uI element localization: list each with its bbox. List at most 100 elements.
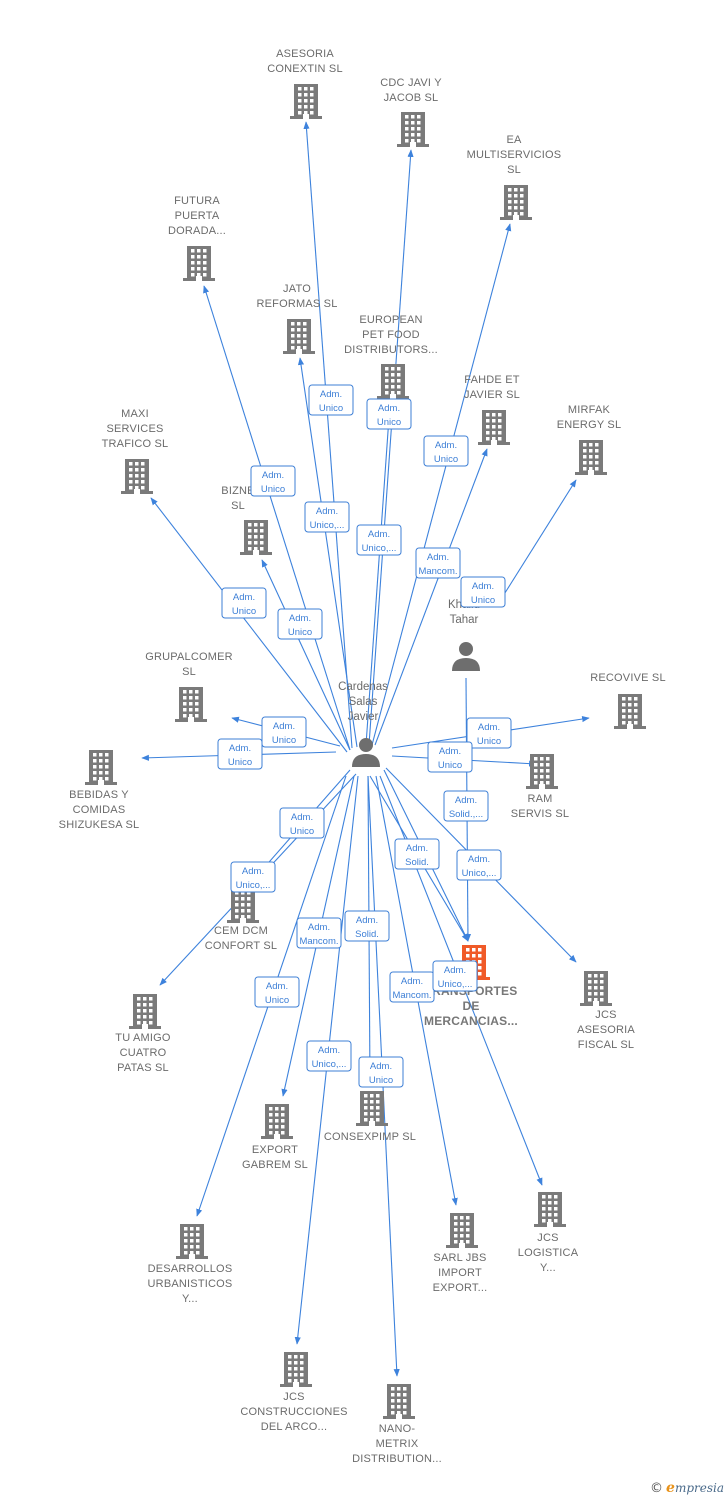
- role-badge[interactable]: Adm.Unico: [366, 398, 412, 430]
- role-badge-text: Solid.: [355, 929, 379, 940]
- building-icon: [85, 750, 117, 785]
- role-badge[interactable]: Adm.Unico,...: [456, 849, 502, 881]
- building-icon: [283, 319, 315, 354]
- building-icon: [377, 364, 409, 399]
- role-badge-text: Unico: [290, 826, 314, 837]
- role-badge-text: Adm.: [233, 592, 255, 603]
- role-badge-text: Adm.: [291, 812, 313, 823]
- role-badge[interactable]: Adm.Unico: [466, 717, 512, 749]
- brand-logo[interactable]: empresia: [666, 1480, 724, 1496]
- building-icon: [175, 687, 207, 722]
- relation-edge: [374, 448, 488, 746]
- brand-initial: e: [666, 1480, 675, 1496]
- role-badge-text: Adm.: [370, 1061, 392, 1072]
- role-badge[interactable]: Adm.Unico: [427, 741, 473, 773]
- company-name-line: SERVICES: [106, 423, 163, 435]
- company-name-line: MERCANCIAS...: [424, 1014, 518, 1028]
- role-badge-text: Unico: [232, 606, 256, 617]
- role-badge[interactable]: Adm.Solid.: [394, 838, 440, 870]
- role-badge-text: Adm.: [368, 529, 390, 540]
- building-icon: [526, 754, 558, 789]
- company-name-line: CUATRO: [120, 1047, 167, 1059]
- relation-edge: [368, 149, 414, 746]
- role-badge[interactable]: Adm.Unico: [250, 465, 296, 497]
- building-icon: [290, 84, 322, 119]
- company-name-line: DE: [462, 999, 479, 1013]
- role-badge[interactable]: Adm.Unico,...: [356, 524, 402, 556]
- role-badge[interactable]: Adm.Unico: [217, 738, 263, 770]
- company-node[interactable]: CONSEXPIMP SL: [324, 1091, 416, 1143]
- role-badge[interactable]: Adm.Mancom.: [389, 971, 435, 1003]
- role-badge[interactable]: Adm.Unico: [358, 1056, 404, 1088]
- role-badge[interactable]: Adm. Unico: [279, 807, 325, 839]
- company-name-line: MULTISERVICIOS: [467, 149, 562, 161]
- role-badge[interactable]: Adm.Unico: [423, 435, 469, 467]
- company-name-line: FUTURA: [174, 195, 220, 207]
- company-name-line: BEBIDAS Y: [69, 789, 129, 801]
- company-name-line: PATAS SL: [117, 1062, 169, 1074]
- role-badge[interactable]: Adm.Mancom.: [296, 917, 342, 949]
- company-name-line: DEL ARCO...: [261, 1421, 328, 1433]
- role-badge[interactable]: Adm. Unico: [221, 587, 267, 619]
- company-name-line: GRUPALCOMER: [145, 651, 233, 663]
- company-name-line: JATO: [283, 283, 311, 295]
- relation-edge: [297, 357, 358, 748]
- relation-edge: [497, 479, 577, 605]
- role-badge-text: Unico: [228, 757, 252, 768]
- role-badge[interactable]: Adm.Unico,...: [230, 861, 276, 893]
- role-badge-text: Unico,...: [312, 1059, 347, 1070]
- building-icon: [575, 440, 607, 475]
- company-name-line: JACOB SL: [384, 92, 439, 104]
- company-name-line: PET FOOD: [362, 329, 420, 341]
- company-name-line: EXPORT: [252, 1144, 298, 1156]
- role-badge[interactable]: Adm.Unico: [277, 608, 323, 640]
- role-badge[interactable]: Adm.Unico,...: [432, 960, 478, 992]
- role-badge[interactable]: Adm.Unico,...: [306, 1040, 352, 1072]
- company-node[interactable]: RECOVIVE SL: [590, 672, 666, 729]
- role-badge[interactable]: Adm.Unico,...: [304, 501, 350, 533]
- role-badge[interactable]: Adm.Solid.: [344, 910, 390, 942]
- role-badge[interactable]: Adm.Unico: [261, 716, 307, 748]
- company-name-line: CEM DCM: [214, 925, 268, 937]
- role-badge[interactable]: Adm.Unico: [460, 576, 506, 608]
- person-node[interactable]: KhalidTahar: [448, 599, 480, 671]
- role-badge[interactable]: Adm.Unico: [308, 384, 354, 416]
- role-badge-text: Mancom.: [418, 566, 457, 577]
- building-icon: [397, 112, 429, 147]
- company-name-line: BIZNE: [221, 485, 254, 497]
- role-badge[interactable]: Adm.Solid.,...: [443, 790, 489, 822]
- role-badge[interactable]: Adm.Mancom.: [415, 547, 461, 579]
- company-name-line: DESARROLLOS: [148, 1263, 233, 1275]
- role-badge[interactable]: Adm.Unico: [254, 976, 300, 1008]
- building-icon: [183, 246, 215, 281]
- company-name-line: PUERTA: [175, 210, 220, 222]
